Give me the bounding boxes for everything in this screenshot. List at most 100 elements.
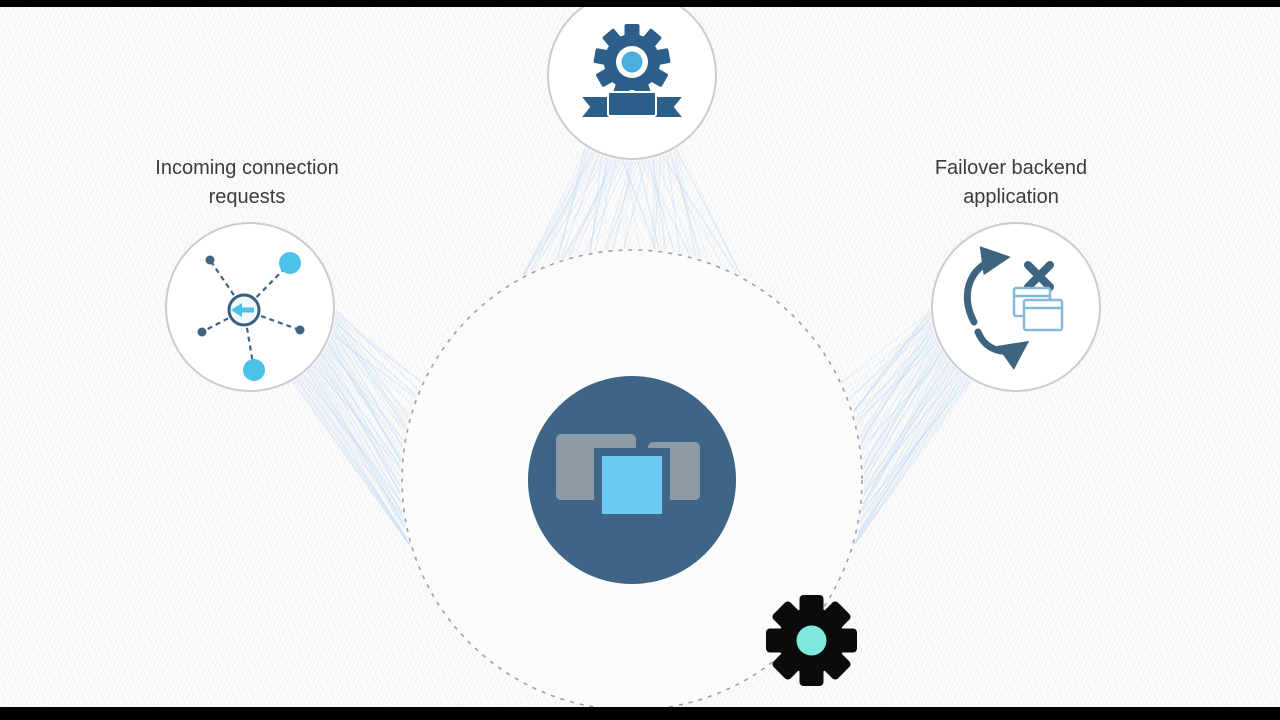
beam-ray (334, 320, 406, 431)
beam-ray (856, 342, 939, 422)
badge-ribbon-left (577, 95, 613, 119)
beam-ray (863, 349, 942, 470)
beam-ray (307, 369, 405, 522)
beam-ray (863, 343, 939, 477)
beam-ray (333, 324, 410, 416)
beam-ray (534, 152, 596, 270)
beam-ray (653, 155, 662, 250)
beam-ray (604, 156, 606, 250)
beam-ray (650, 157, 659, 249)
beam-ray (853, 339, 937, 414)
beam-ray (861, 360, 950, 510)
beam-ray (303, 373, 402, 503)
beam-ray (305, 371, 403, 514)
beam-ray (541, 150, 592, 267)
beam-ray (650, 158, 663, 250)
beam-ray (856, 373, 963, 539)
beam-ray (861, 356, 947, 447)
beam-ray (292, 381, 410, 545)
gear-badge-icon (577, 24, 687, 119)
beam-ray (317, 358, 402, 504)
badge-ribbon-right (651, 95, 687, 119)
beam-ray (854, 379, 971, 545)
beam-ray (859, 322, 932, 438)
beam-ray (563, 160, 622, 259)
beam-ray (860, 372, 962, 517)
beam-ray (848, 327, 933, 398)
beam-ray (619, 160, 626, 249)
beam-ray (335, 312, 423, 383)
beam-ray (522, 154, 601, 276)
beam-ray (859, 377, 968, 523)
beam-ray (863, 341, 938, 475)
beam-ray (314, 363, 405, 525)
beam-ray (863, 361, 950, 491)
beam-ray (862, 362, 951, 505)
beam-ray (311, 366, 401, 492)
beam-ray (854, 378, 969, 545)
incoming-connections-node (165, 222, 335, 392)
beam-ray (605, 160, 640, 250)
beam-ray (841, 311, 931, 383)
beam-ray (331, 334, 416, 398)
beam-ray (845, 321, 932, 390)
beam-ray (333, 327, 406, 434)
beam-ray (322, 352, 401, 496)
beam-ray (853, 309, 931, 412)
beam-ray (637, 160, 660, 250)
badge-ribbon-center (607, 91, 657, 117)
beam-ray (322, 351, 404, 445)
beam-ray (335, 314, 409, 419)
beam-ray (316, 361, 404, 517)
beam-ray (863, 370, 960, 495)
beam-ray (309, 368, 403, 513)
beam-ray (302, 374, 410, 545)
beam-ray (652, 158, 667, 251)
beam-ray (611, 160, 644, 250)
application-windows-icon (556, 434, 700, 522)
beam-ray (329, 338, 402, 463)
beam-ray (304, 372, 410, 545)
beam-ray (854, 381, 974, 545)
beam-ray (335, 309, 419, 391)
beam-ray (853, 312, 931, 412)
beam-ray (328, 341, 402, 459)
beam-ray (330, 335, 402, 462)
application-gateway-node (528, 376, 736, 584)
beam-ray (320, 355, 401, 493)
failover-cycle-icon (963, 246, 1064, 370)
beam-ray (301, 375, 401, 495)
beam-ray (859, 332, 935, 439)
beam-ray (863, 347, 941, 465)
beam-ray (613, 160, 634, 249)
beam-ray (295, 379, 410, 545)
beam-ray (319, 356, 401, 487)
failover-node (931, 222, 1101, 392)
beam-ray (299, 376, 410, 545)
beam-ray (310, 367, 406, 527)
beam-ray (623, 159, 647, 249)
beam-ray (606, 160, 637, 250)
beam-ray (529, 151, 595, 272)
letterbox-bar-top (0, 0, 1280, 7)
beam-ray (575, 158, 612, 255)
beam-ray (327, 342, 402, 461)
beam-ray (335, 311, 413, 407)
beam-ray (532, 156, 607, 271)
beam-ray (863, 350, 943, 483)
beam-ray (325, 346, 404, 441)
beam-ray (861, 363, 952, 510)
beam-ray (555, 148, 589, 261)
beam-ray (661, 155, 737, 274)
beam-ray (560, 154, 599, 260)
beam-ray (523, 155, 604, 276)
beam-ray (652, 157, 655, 250)
beam-ray (604, 160, 632, 250)
beam-ray (332, 331, 413, 406)
beam-ray (321, 354, 401, 467)
beam-ray (306, 370, 407, 531)
beam-ray (522, 153, 598, 276)
beam-ray (860, 380, 973, 520)
